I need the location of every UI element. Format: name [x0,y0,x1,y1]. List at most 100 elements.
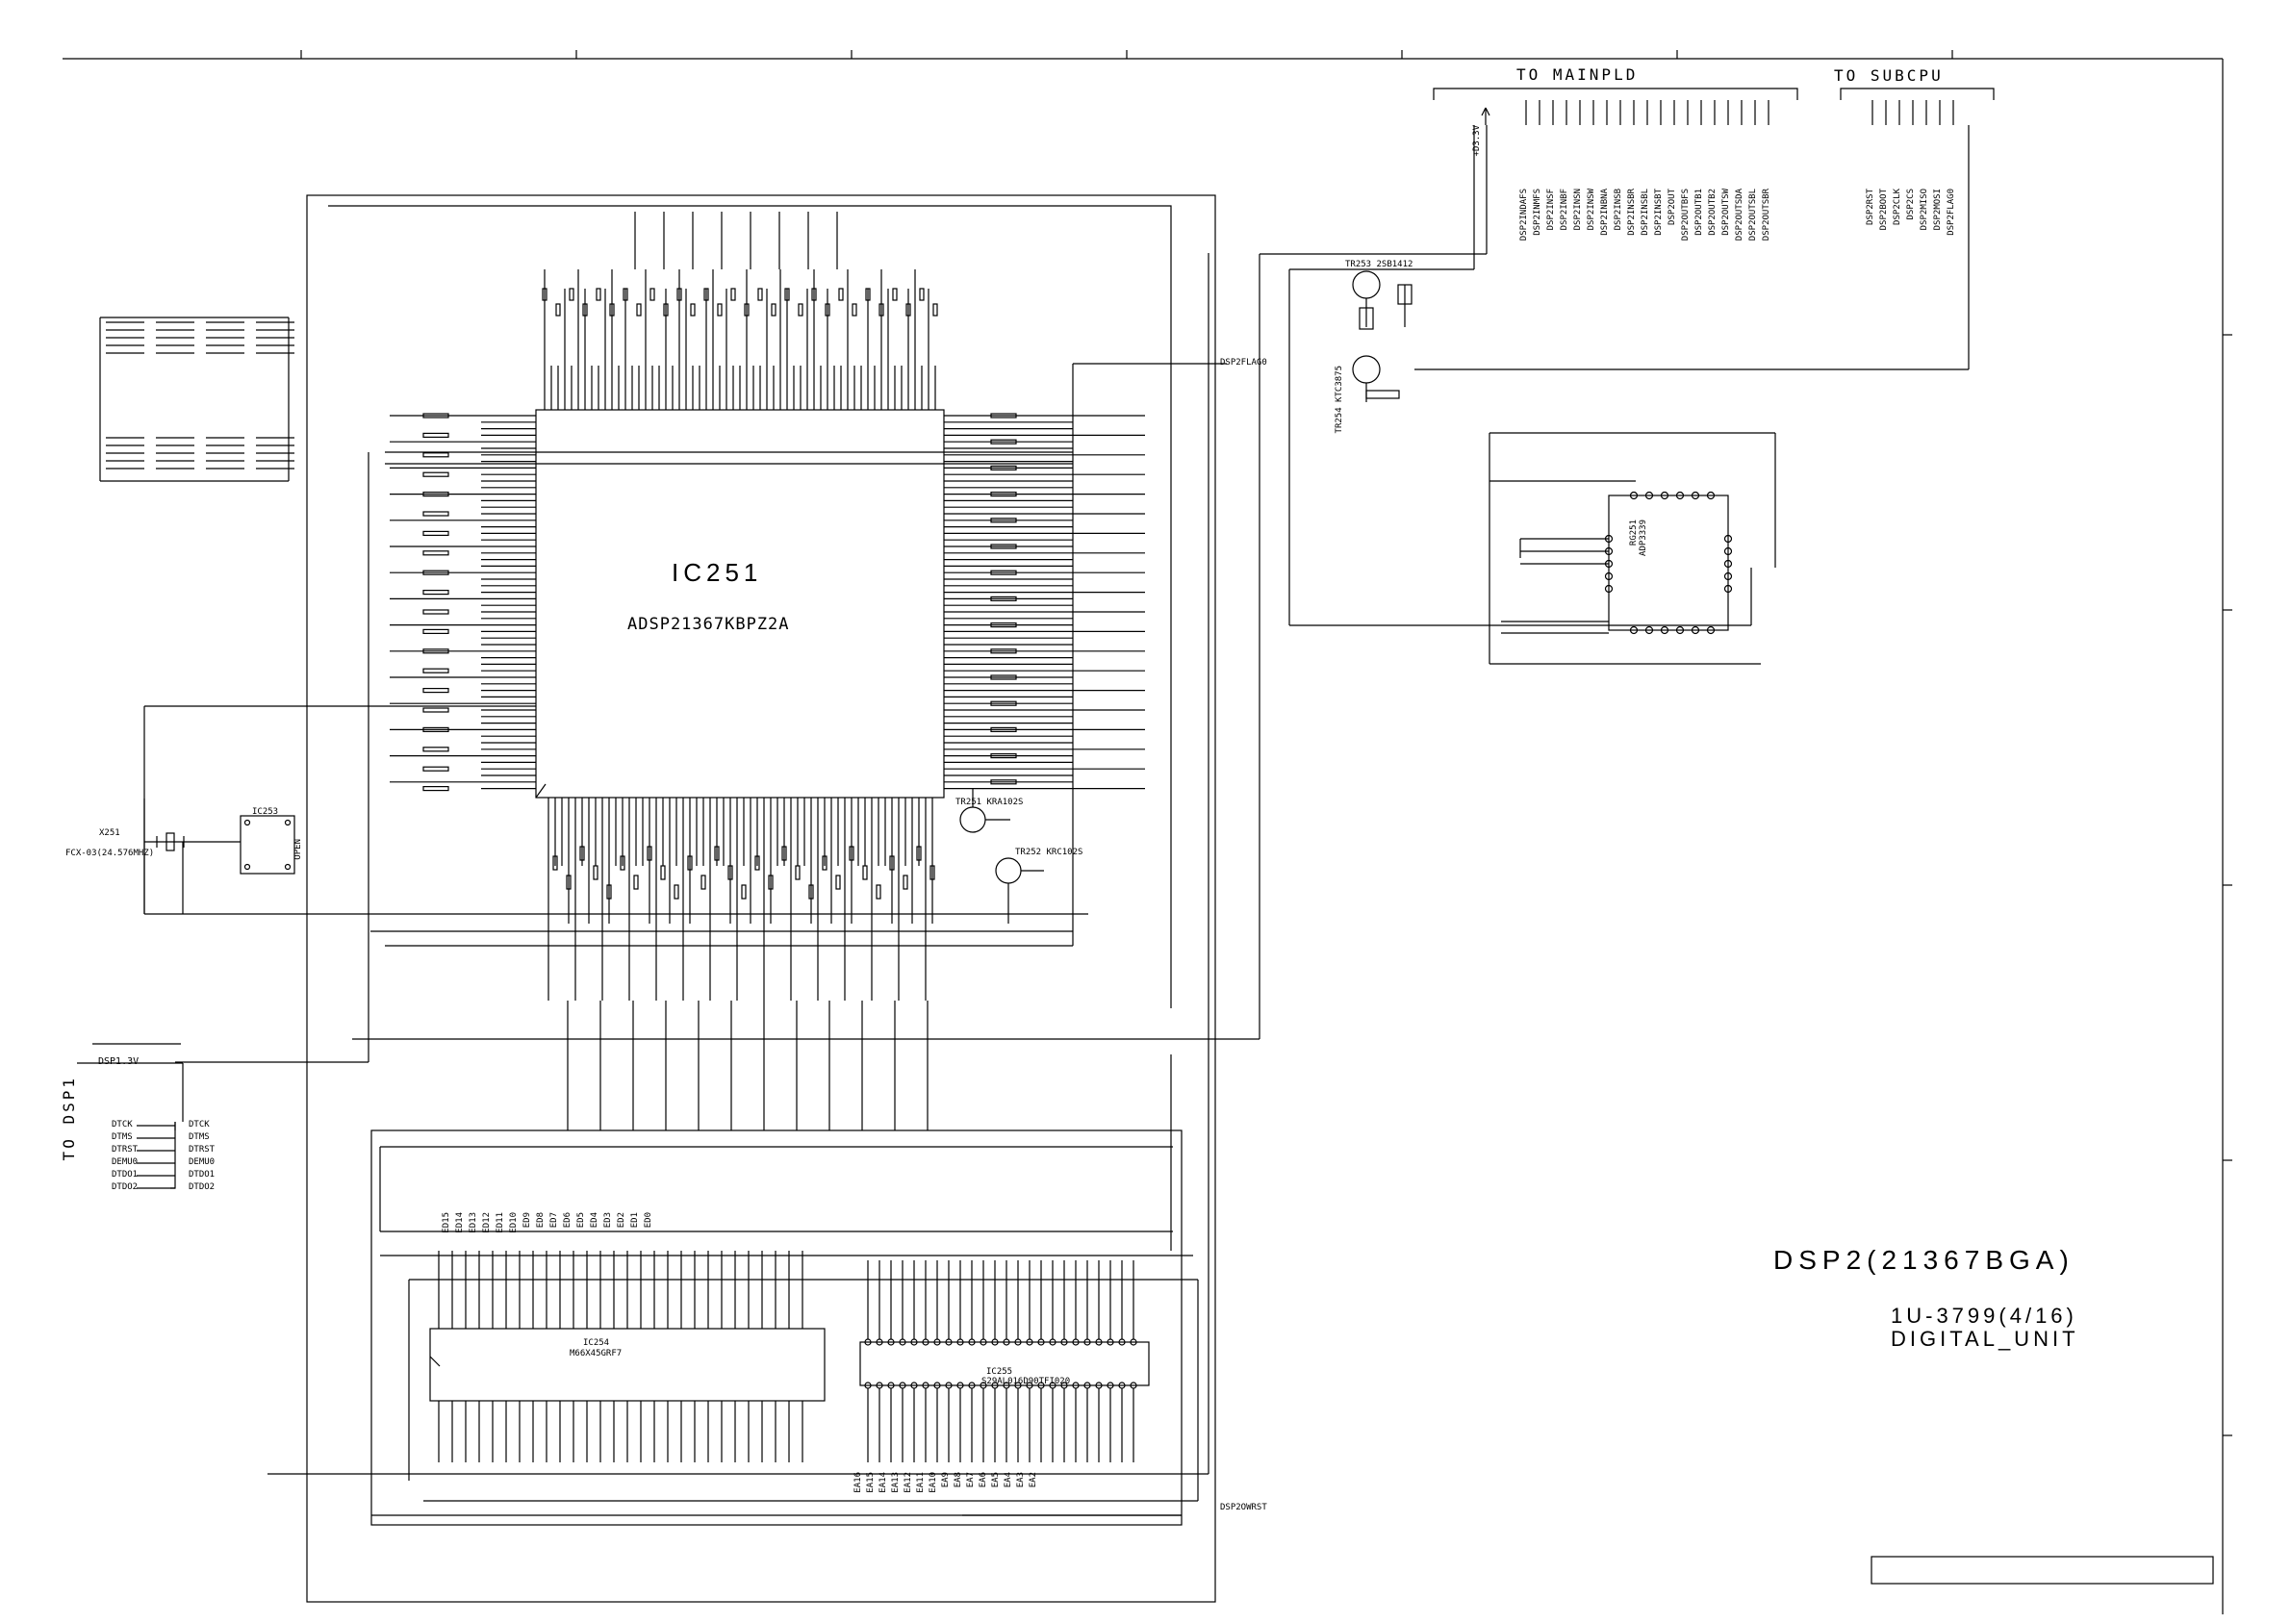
jtag-pin-label: DEMU0 [112,1157,139,1167]
mainpld-pin-label: DSP2OUTSW [1721,189,1731,236]
regulator-block [1489,432,1776,665]
tr254-label: TR254 KTC3875 [1335,366,1344,434]
ic255-part-label: S29AL016D90TFI020 [981,1377,1071,1386]
address-bus-label: EA16 [853,1472,863,1493]
transistor-tr251 [959,789,1010,833]
ic255-symbol [859,1341,1150,1386]
transistor-tr254 [1288,269,1752,626]
mainpld-pin-label: DSP2INMFS [1533,189,1542,236]
address-bus-label: EA10 [929,1472,938,1493]
address-bus-label: EA7 [966,1472,976,1488]
address-bus-label: EA11 [916,1472,926,1493]
jtag-pin-label: DTDO1 [112,1170,139,1180]
jtag-net-label: DTDO1 [189,1170,216,1180]
address-bus-label: EA12 [904,1472,913,1493]
mainpld-pin-label: DSP2OUT [1667,189,1677,225]
jtag-pin-label: DTMS [112,1132,133,1142]
ic254-part-label: M66X45GRF7 [570,1349,623,1358]
ic251-top-signals [542,212,938,410]
sheet-page-ref: 1U-3799(4/16) [1891,1304,2077,1328]
jtag-connector [77,1043,184,1189]
address-bus-label: EA8 [954,1472,963,1488]
data-bus-label: ED5 [576,1212,586,1229]
to-subcpu-label: TO SUBCPU [1834,66,1944,85]
decoupling-capacitor-array [99,317,294,482]
mainpld-pin-label: DSP2INBNA [1600,189,1610,236]
address-bus-label: EA15 [866,1472,876,1493]
address-bus-label: EA4 [1004,1472,1013,1488]
ic254-symbol [429,1328,826,1402]
memory-pin-stubs [438,1251,1137,1462]
address-bus-label: EA13 [891,1472,901,1493]
data-bus-label: ED0 [644,1212,653,1229]
mainpld-pin-label: DSP2OUTSBL [1748,189,1758,241]
dsp1-3v-label: DSP1.3V [98,1056,140,1067]
regulator-part-label: ADP3339 [1639,520,1648,556]
data-bus-label: ED4 [590,1212,599,1229]
jtag-net-label: DTRST [189,1145,216,1155]
jtag-pin-label: DTCK [112,1120,133,1129]
transistor-tr252 [995,857,1044,924]
data-bus-label: ED15 [442,1212,451,1233]
data-bus-label: ED12 [482,1212,492,1233]
mainpld-pin-label: DSP2OUTBFS [1681,189,1691,241]
bus-outlines [267,194,1216,1603]
jtag-pin-label: DTRST [112,1145,139,1155]
mainpld-pin-label: DSP2OUTB2 [1708,189,1718,236]
data-bus-label: ED13 [469,1212,478,1233]
sheet-frame [63,50,2232,1614]
sheet-unit-name: DIGITAL_UNIT [1891,1327,2079,1351]
d3-3v-label: +D3.3V [1472,125,1482,157]
data-bus-label: ED10 [509,1212,519,1233]
data-bus-label: ED14 [455,1212,465,1233]
to-dsp1-label: TO DSP1 [60,1076,78,1161]
data-bus-label: ED3 [603,1212,613,1229]
jtag-net-label: DTCK [189,1120,210,1129]
dsp2flag0-net-label: DSP2FLAG0 [1220,358,1267,368]
jtag-net-label: DEMU0 [189,1157,216,1167]
jtag-net-label: DTMS [189,1132,210,1142]
ic251-part-label: ADSP21367KBPZ2A [627,615,790,634]
data-bus-label: ED11 [496,1212,505,1233]
address-bus-label: EA9 [941,1472,951,1488]
subcpu-pin-label: DSP2MOSI [1933,189,1943,231]
mainpld-pin-label: DSP2INBF [1560,189,1569,231]
mainpld-pin-label: DSP2OUTSDA [1735,189,1744,241]
data-bus-label: ED9 [522,1212,532,1229]
ic251-bottom-signals [547,798,935,1130]
tr251-label: TR251 KRA102S [955,798,1024,807]
ic253-ref-label: IC253 [252,807,279,817]
crystal-oscillator-block [143,799,295,914]
ic251-ref-label: IC251 [672,558,763,587]
address-bus-label: EA5 [991,1472,1001,1488]
mainpld-pin-label: DSP2INDAFS [1519,189,1529,241]
regulator-ref-label: RG251 [1629,520,1639,546]
sheet-title: DSP2(21367BGA) [1773,1245,2075,1275]
subcpu-pin-label: DSP2CS [1906,189,1916,220]
mainpld-pin-label: DSP2INSW [1587,189,1596,231]
mainpld-pin-label: DSP2INSN [1573,189,1583,231]
ic253-open-label: OPEN [293,839,303,860]
crystal-ref-label: X251 [99,828,120,838]
ic254-ref-label: IC254 [583,1338,610,1348]
ic251-left-signals [390,413,536,792]
subcpu-pin-label: DSP2RST [1866,189,1875,225]
data-bus-label: ED6 [563,1212,573,1229]
subcpu-pin-label: DSP2CLK [1893,189,1902,225]
to-subcpu-connector [1414,88,1995,370]
subcpu-pin-label: DSP2BOOT [1879,189,1889,231]
data-bus-label: ED1 [630,1212,640,1229]
mainpld-pin-label: DSP2OUTSBR [1762,189,1771,241]
dsp2owrst-net-label: DSP2OWRST [1220,1503,1267,1512]
mainpld-pin-label: DSP2INSBL [1641,189,1650,236]
address-bus-label: EA3 [1016,1472,1026,1488]
memory-bus-box [370,1129,1199,1526]
to-mainpld-connector [1433,88,1798,125]
data-bus-label: ED7 [549,1212,559,1229]
mainpld-pin-label: DSP2INSB [1614,189,1623,231]
jtag-pin-label: DTDO2 [112,1182,139,1192]
ic251-right-signals [944,413,1145,790]
tr252-label: TR252 KRC102S [1015,848,1083,857]
mainpld-pin-label: DSP2INSF [1546,189,1556,231]
